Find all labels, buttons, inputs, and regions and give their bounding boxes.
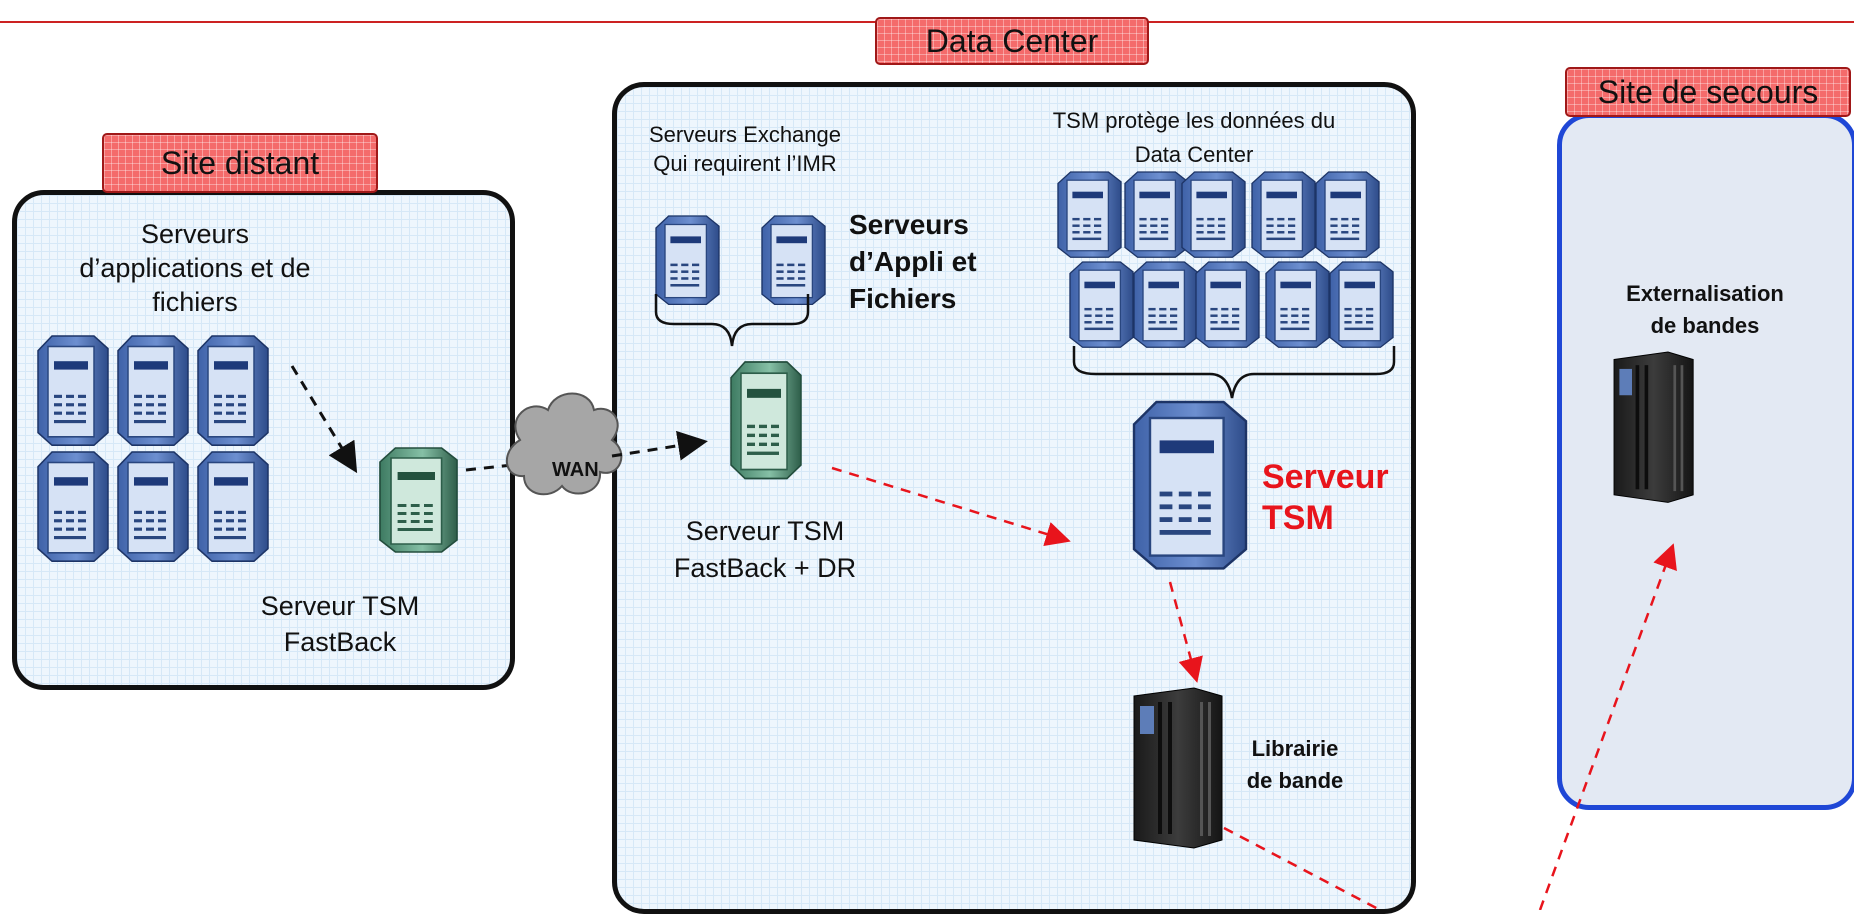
wan-label: WAN: [552, 459, 599, 481]
library-label: Librairie de bande: [1246, 736, 1344, 793]
appli-fichiers-label: Serveurs d’Appli et Fichiers: [849, 209, 977, 314]
datacenter-bracket: [1072, 346, 1396, 399]
tsm-server-icon: [1132, 400, 1248, 570]
site-distant-tag: Site distant: [102, 133, 378, 193]
datacenter-tag: Data Center: [875, 17, 1149, 65]
offsite-tape-library-icon: [1613, 351, 1694, 503]
exchange-servers: [655, 215, 826, 306]
wan-cloud-icon: [505, 392, 623, 496]
fastback-to-wan-line: [465, 463, 513, 472]
tsm-to-library-arrow: [1168, 581, 1203, 683]
site-distant-box: [12, 190, 515, 690]
distant-app-servers: [37, 335, 269, 562]
transport-to-offsite-arrow: [1538, 543, 1677, 910]
distant-fastback-server: [379, 447, 458, 553]
datacenter-protected-servers: [1057, 171, 1394, 348]
tape-library-icon: [1133, 687, 1223, 849]
library-to-transport-line: [1223, 826, 1381, 910]
distant-servers-label: Serveurs d’applications et de fichiers: [79, 219, 311, 317]
tsm-protect-label: TSM protège les données du Data Center: [1052, 108, 1336, 167]
distant-fastback-label: Serveur TSM FastBack: [260, 591, 420, 657]
exchange-label: Serveurs Exchange Qui requirent l’IMR: [649, 122, 841, 176]
tsm-server-label: Serveur TSM: [1262, 458, 1389, 537]
site-secours-tag: Site de secours: [1565, 67, 1851, 117]
distant-to-fastback-arrow: [290, 365, 358, 474]
wan-to-dr-arrow: [611, 430, 708, 461]
fastback-dr-server: [730, 361, 802, 480]
dr-to-tsm-arrow: [831, 466, 1071, 547]
exchange-bracket: [654, 294, 810, 347]
externalisation-label: Externalisation de bandes: [1626, 281, 1784, 338]
fastback-dr-label: Serveur TSM FastBack + DR: [673, 516, 857, 583]
site-secours-box: [1557, 113, 1854, 810]
